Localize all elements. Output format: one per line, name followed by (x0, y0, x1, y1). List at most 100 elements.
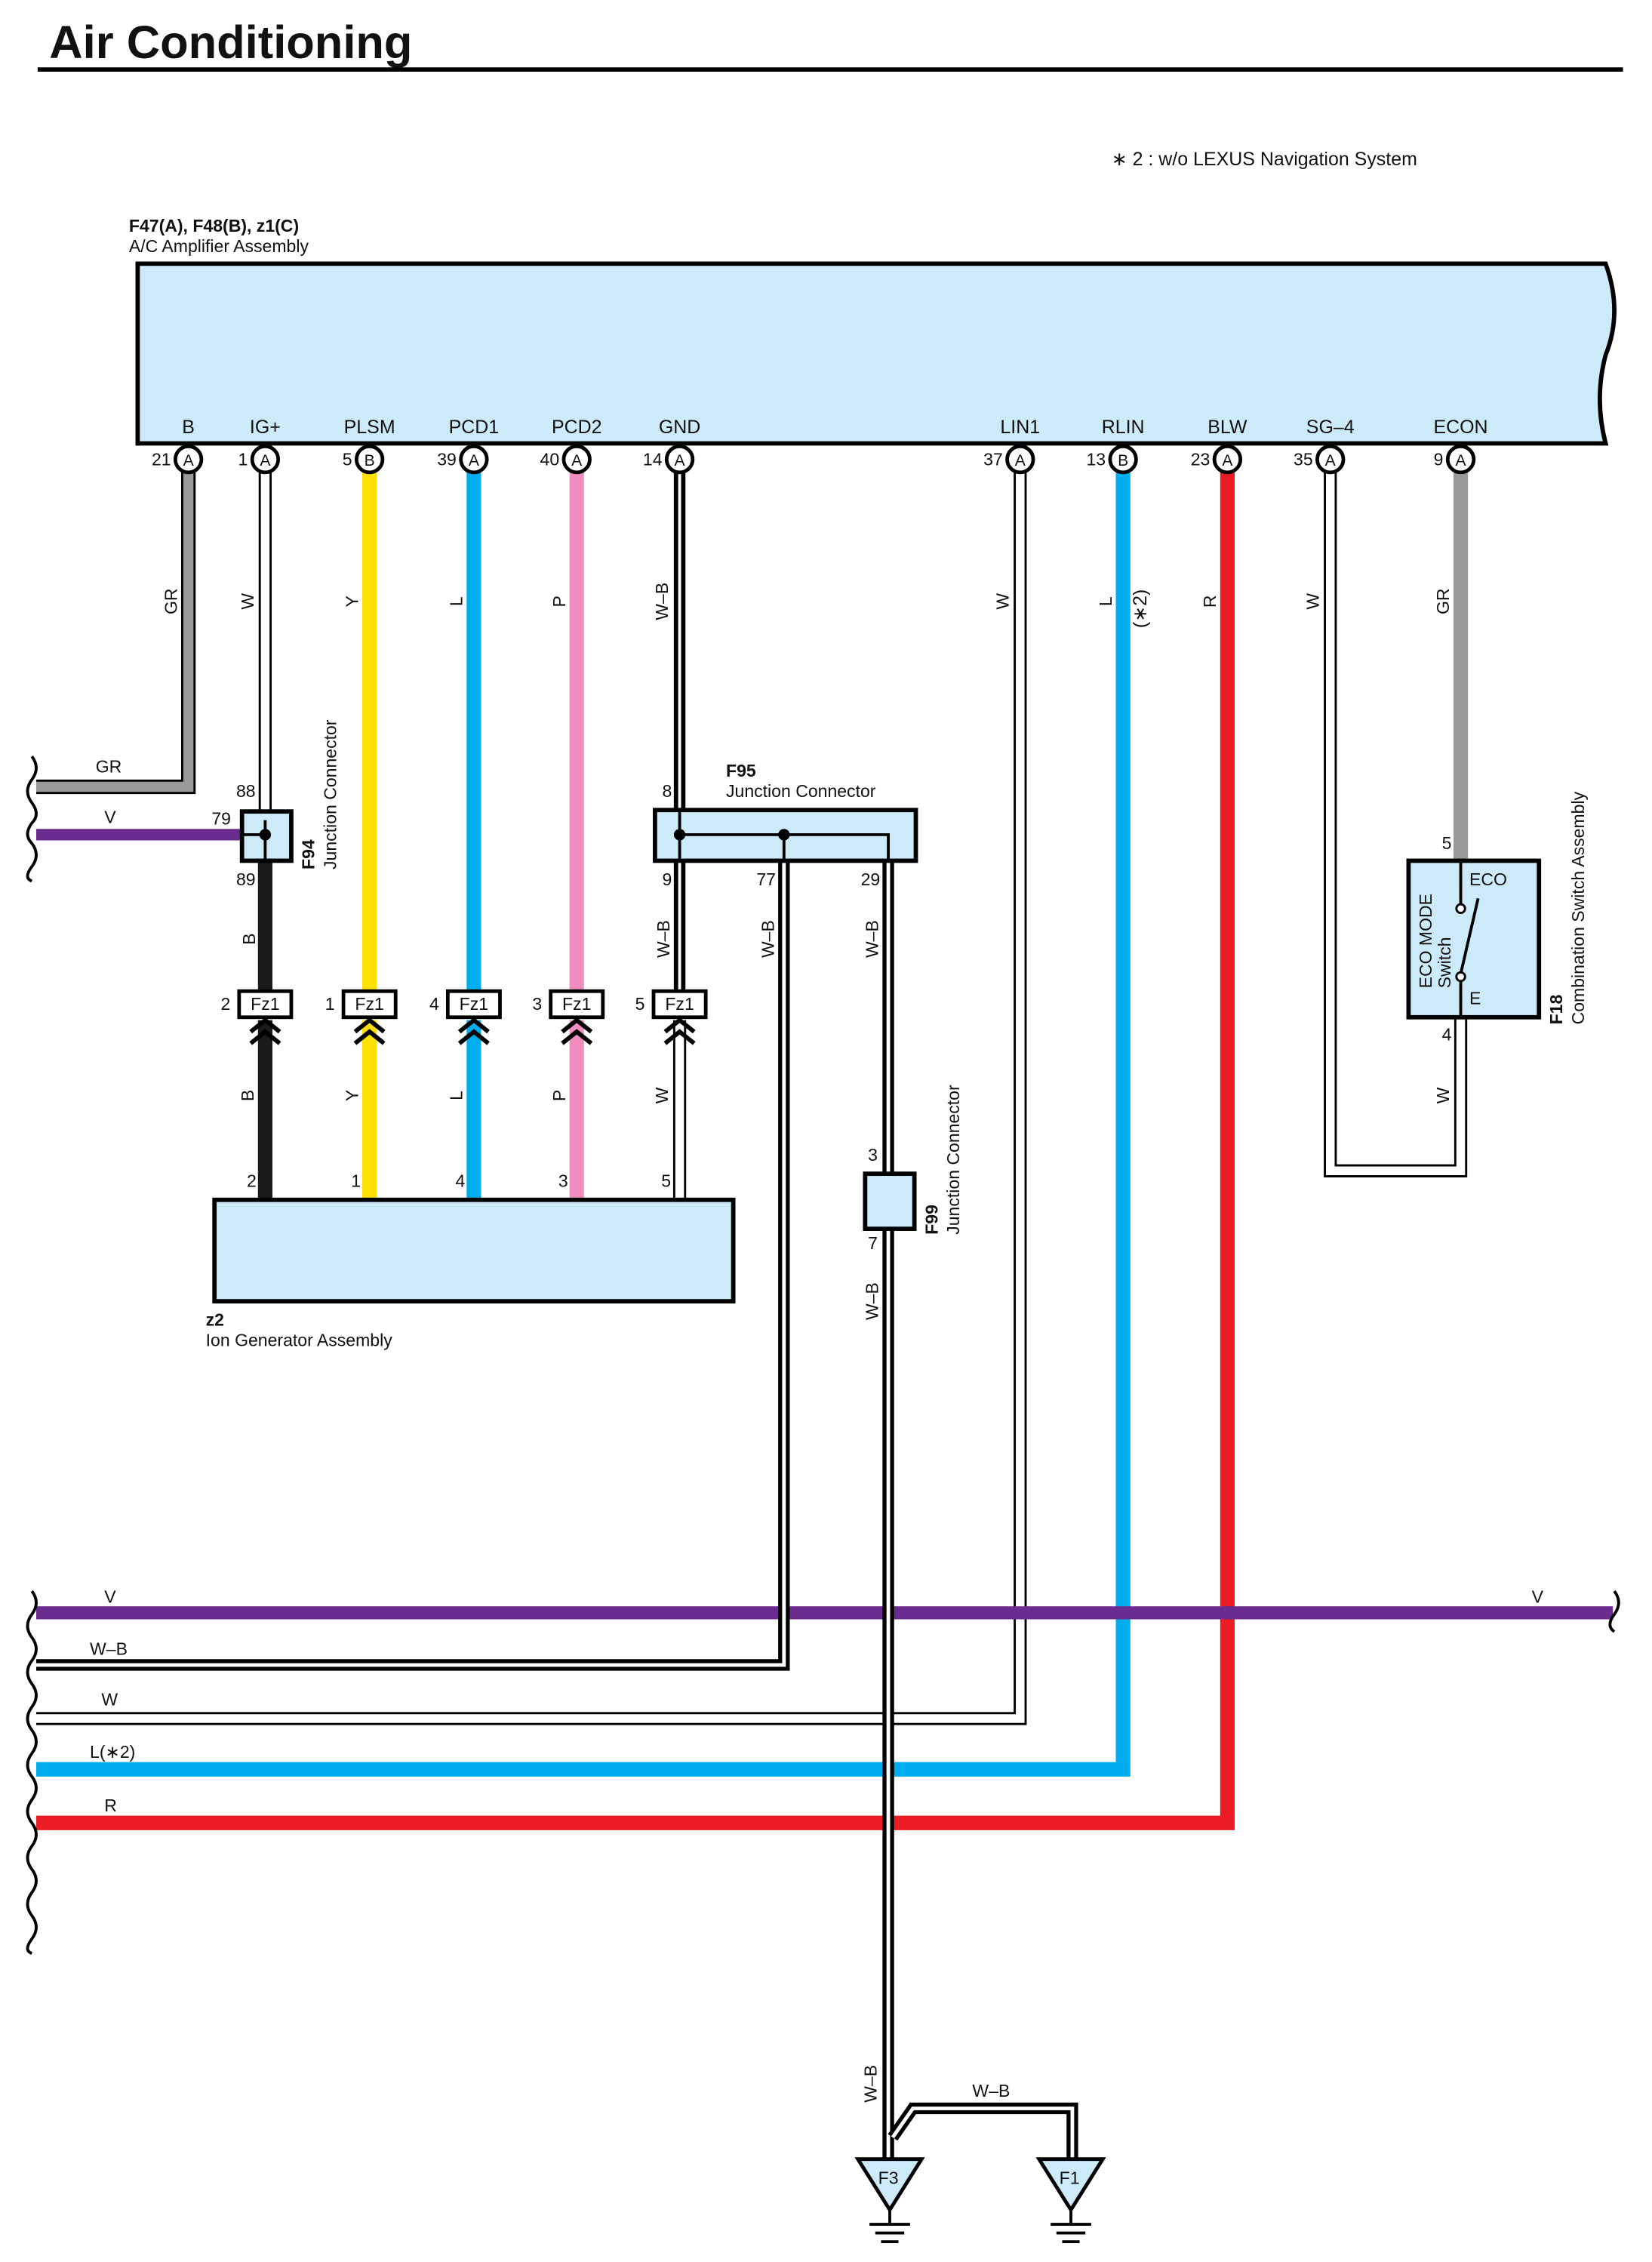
terminal-label: PCD2 (552, 417, 602, 438)
fz1-pin: 4 (429, 994, 439, 1014)
page-title: Air Conditioning (49, 17, 412, 69)
terminal-circle (1315, 444, 1346, 475)
wire-color-label: L (1096, 596, 1115, 606)
ion-pin: 3 (558, 1171, 568, 1190)
terminal-label: BLW (1207, 417, 1247, 438)
bus-label-wb: W–B (90, 1639, 128, 1659)
wire-color-label: W (1303, 593, 1322, 610)
terminal-connector: A (1222, 452, 1233, 469)
fz1-box (651, 989, 708, 1020)
terminal-label: SG–4 (1306, 417, 1355, 438)
f95-name: Junction Connector (726, 781, 876, 801)
terminal-connector: A (571, 452, 583, 469)
terminal-connector: B (365, 452, 375, 469)
terminal-label: B (182, 417, 195, 438)
terminal-pin: 14 (643, 449, 663, 469)
wire-color-label: P (549, 596, 569, 607)
fz1-arrow (353, 1017, 386, 1045)
terminal-label: PCD1 (449, 417, 500, 438)
terminal-pin: 21 (152, 449, 171, 469)
amplifier-body (135, 261, 1617, 446)
terminal-pin: 13 (1086, 449, 1106, 469)
fz1-box (341, 989, 398, 1020)
terminal-circle (561, 444, 592, 475)
amplifier-terminals: BA21IG+A1PLSMB5PCD1A39PCD2A40GNDA14LIN1A… (152, 417, 1488, 475)
wire-color-label: Y (342, 596, 361, 607)
fz1-arrow (249, 1017, 281, 1045)
fz1-wire-label: B (238, 1090, 257, 1101)
f95-pin-in: 8 (663, 781, 672, 801)
switch-name-2: Switch (1435, 937, 1454, 989)
terminal-label: LIN1 (1000, 417, 1040, 438)
wire-color-label: R (1200, 595, 1220, 608)
terminal-connector: A (1455, 452, 1466, 469)
bus-label-v-right: V (1532, 1586, 1544, 1606)
fz1-box (445, 989, 502, 1020)
terminal-label: PLSM (344, 417, 395, 438)
fz1-pin: 2 (220, 994, 230, 1014)
bus-break-left (26, 756, 38, 1955)
terminal-pin: 39 (437, 449, 457, 469)
f95-pin-29: 29 (861, 869, 881, 889)
f95-pin-77: 77 (756, 869, 776, 889)
f94-name: Junction Connector (320, 719, 340, 869)
terminal-connector: A (675, 452, 686, 469)
terminal-circle (459, 444, 489, 475)
terminal-label: RLIN (1102, 417, 1145, 438)
f99-code: F99 (921, 1205, 941, 1235)
fz1-box (549, 989, 605, 1020)
amplifier-name: A/C Amplifier Assembly (129, 236, 309, 256)
terminal-connector: A (183, 452, 195, 469)
bus-label-w: W (101, 1690, 118, 1710)
wire-r-blw (36, 460, 1235, 1830)
f95-code: F95 (726, 761, 756, 780)
eco-label: ECO (1469, 869, 1507, 889)
ion-pin: 2 (247, 1171, 257, 1190)
f99-wire: W–B (863, 1282, 882, 1320)
v-in-label: V (104, 808, 116, 827)
fz1-label: Fz1 (355, 994, 383, 1014)
wire-wb-f1 (888, 2102, 1078, 2159)
terminal-circle (173, 444, 204, 475)
f99-pin-top: 3 (868, 1145, 878, 1165)
ion-pin: 5 (661, 1171, 671, 1190)
terminal-circle (664, 444, 695, 475)
wire-color-label: W–B (652, 583, 672, 620)
ground-f1-wire: W–B (972, 2081, 1010, 2100)
f95-pin-9: 9 (663, 869, 672, 889)
fz1-pin: 3 (532, 994, 542, 1014)
ion-generator-name: Ion Generator Assembly (206, 1331, 393, 1350)
terminal-circle (354, 444, 385, 475)
ground-f3-wire: W–B (861, 2065, 881, 2103)
terminal-circle (1108, 444, 1138, 475)
terminal-connector: A (260, 452, 271, 469)
terminal-pin: 40 (540, 449, 560, 469)
f18-switch-body (1406, 858, 1542, 1020)
terminal-circle (250, 444, 281, 475)
fz1-label: Fz1 (251, 994, 279, 1014)
f94-pin-left: 79 (211, 808, 231, 828)
terminal-connector: A (469, 452, 480, 469)
gr-in-label: GR (96, 756, 122, 776)
f18-pin-bottom: 4 (1442, 1025, 1452, 1045)
fz1-wire-label: Y (342, 1090, 361, 1101)
terminal-pin: 35 (1294, 449, 1313, 469)
wire-l-rlin (36, 460, 1131, 1777)
bus-label-v: V (104, 1586, 116, 1606)
terminal-connector: A (1015, 452, 1026, 469)
terminal-circle (1212, 444, 1243, 475)
terminal-pin: 37 (983, 449, 1003, 469)
f94-pin-bottom: 89 (236, 869, 256, 889)
fz1-arrow (457, 1017, 490, 1045)
ion-pin: 1 (351, 1171, 361, 1190)
f94-pin-top: 88 (236, 781, 256, 801)
ground-f1 (1035, 2157, 1106, 2244)
f99-pin-bottom: 7 (868, 1233, 878, 1253)
terminal-pin: 9 (1434, 449, 1444, 469)
terminal-connector: B (1118, 452, 1128, 469)
fz1-label: Fz1 (460, 994, 488, 1014)
f18-name: Combination Switch Assembly (1568, 791, 1588, 1024)
wire-color-label: GR (161, 588, 180, 614)
